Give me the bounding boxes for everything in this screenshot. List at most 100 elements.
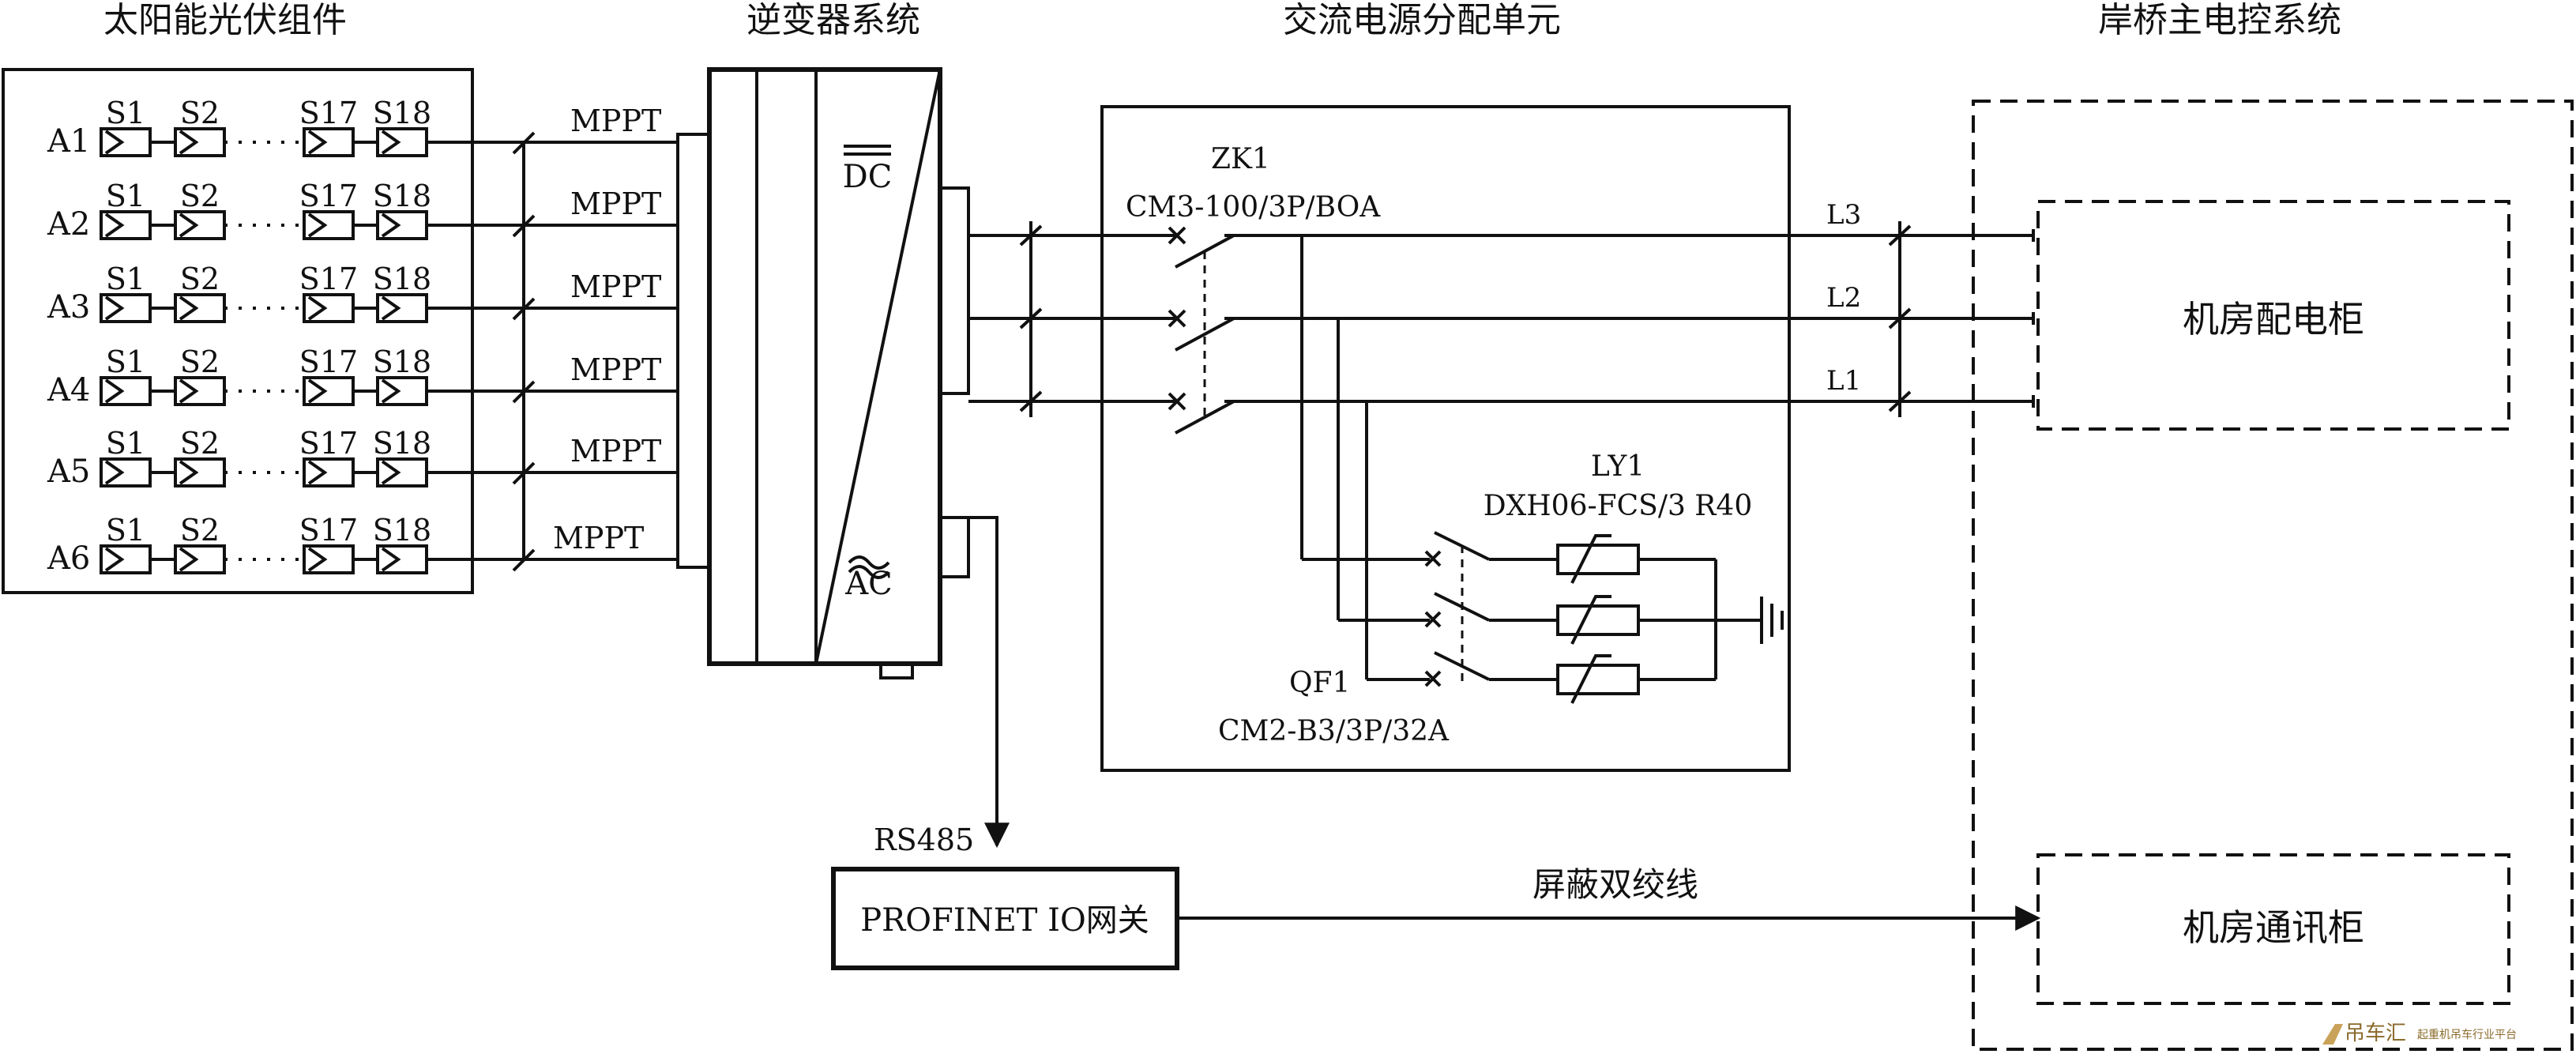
diode-icon <box>307 547 328 572</box>
pv-row-label: A3 <box>47 289 90 326</box>
diode-icon <box>381 547 401 572</box>
pv-module-label: S1 <box>106 344 145 379</box>
ac-unit-frame <box>1100 105 1791 772</box>
profinet-gateway-label: PROFINET IO网关 <box>860 902 1149 939</box>
comm-cabinet-label: 机房通讯柜 <box>2183 906 2364 949</box>
watermark-main: 吊车汇 <box>2345 1022 2406 1045</box>
line-label-l3: L3 <box>1826 199 1861 231</box>
three-phase-lines <box>968 221 2035 417</box>
watermark-sub: 起重机吊车行业平台 <box>2417 1028 2517 1041</box>
diode-icon <box>179 547 199 572</box>
pv-array-frame <box>2 68 474 594</box>
inverter-ac-label: AC <box>844 566 893 602</box>
pv-module-label: S17 <box>299 179 358 213</box>
pv-row-label: A5 <box>47 454 90 490</box>
pv-module-label: S2 <box>180 426 220 461</box>
comm-cabinet-box <box>2036 853 2510 1005</box>
qf1-model: CM2-B3/3P/32A <box>1218 715 1450 747</box>
header-inverter: 逆变器系统 <box>746 0 920 40</box>
diode-icon <box>381 378 401 404</box>
pv-module-label: S18 <box>373 513 431 548</box>
diode-icon <box>381 460 401 485</box>
diode-icon <box>104 460 125 485</box>
pv-module-label: S2 <box>180 96 220 130</box>
pv-module-label: S18 <box>373 344 431 379</box>
pv-module-label: S18 <box>373 426 431 461</box>
diode-icon <box>381 295 401 321</box>
ly1-branch <box>1300 235 1558 687</box>
ac-tilde-2 <box>848 565 890 579</box>
diode-icon <box>179 295 199 321</box>
diode-icon <box>104 295 125 321</box>
pv-module-label: S2 <box>180 344 220 379</box>
pv-module-label: S18 <box>373 96 431 130</box>
pv-module-label: S1 <box>106 96 145 130</box>
pv-module-label: S1 <box>106 426 145 461</box>
mppt-label: MPPT <box>570 104 661 138</box>
line-label-l1: L1 <box>1826 365 1861 397</box>
pv-row-label: A6 <box>47 540 90 577</box>
zk1-model: CM3-100/3P/BOA <box>1126 191 1381 224</box>
pv-module-label: S1 <box>106 513 145 548</box>
bridge-system-frame <box>1972 100 2574 1051</box>
pv-row-label: A4 <box>47 372 90 408</box>
pv-string-row: A4 S1 S2 S17 S18 MPPT <box>47 344 678 408</box>
inverter-diagonal <box>814 69 942 664</box>
diode-icon <box>307 460 328 485</box>
pv-module-label: S17 <box>299 344 358 379</box>
mppt-label: MPPT <box>570 269 661 304</box>
ly1-varistors <box>1556 534 1762 704</box>
diode-icon <box>179 213 199 238</box>
ly1-model: DXH06-FCS/3 R40 <box>1484 490 1752 522</box>
inverter-dc-label: DC <box>843 159 893 195</box>
watermark-logo: 吊车汇 起重机吊车行业平台 <box>2322 1022 2517 1045</box>
pv-module-label: S2 <box>180 513 220 548</box>
line-label-l2: L2 <box>1826 282 1861 314</box>
zk1-breaker <box>1168 226 1235 435</box>
diode-icon <box>104 547 125 572</box>
diode-icon <box>307 130 328 155</box>
mppt-label: MPPT <box>553 521 644 555</box>
ground-icon <box>1760 597 1784 644</box>
ly1-name: LY1 <box>1591 450 1645 483</box>
mppt-label: MPPT <box>570 352 661 387</box>
header-bridge: 岸桥主电控系统 <box>2098 0 2341 40</box>
zk1-name: ZK1 <box>1211 143 1270 175</box>
pv-module-label: S1 <box>106 179 145 213</box>
inverter-foot <box>879 662 914 679</box>
diode-icon <box>104 130 125 155</box>
diode-icon <box>307 213 328 238</box>
qf1-name: QF1 <box>1289 667 1350 699</box>
diode-icon <box>381 130 401 155</box>
diode-icon <box>307 295 328 321</box>
bus-tick <box>512 548 536 572</box>
rs485-link <box>968 516 1010 849</box>
pv-module-label: S1 <box>106 262 145 296</box>
rs485-label: RS485 <box>874 822 974 857</box>
pv-module-label: S2 <box>180 262 220 296</box>
pv-module-label: S17 <box>299 262 358 296</box>
pv-module-label: S2 <box>180 179 220 213</box>
pv-row-label: A2 <box>47 206 90 243</box>
diode-icon <box>179 378 199 404</box>
inverter-ac-terminal <box>938 186 970 395</box>
mppt-label: MPPT <box>570 186 661 221</box>
diode-icon <box>104 378 125 404</box>
header-ac-unit: 交流电源分配单元 <box>1283 0 1561 40</box>
diode-icon <box>179 130 199 155</box>
pv-module-label: S18 <box>373 179 431 213</box>
diode-icon <box>307 378 328 404</box>
pv-module-label: S17 <box>299 426 358 461</box>
diode-icon <box>179 460 199 485</box>
mppt-label: MPPT <box>570 434 661 469</box>
inverter-outer <box>707 67 942 666</box>
ac-tilde <box>848 555 890 570</box>
pv-string-row: A5 S1 S2 S17 S18 MPPT <box>47 426 678 490</box>
pv-module-label: S17 <box>299 96 358 130</box>
pv-module-label: S18 <box>373 262 431 296</box>
inverter: DC AC <box>676 67 970 679</box>
inverter-comm-port <box>938 516 970 578</box>
pv-string-row: A3 S1 S2 S17 S18 MPPT <box>47 262 678 326</box>
